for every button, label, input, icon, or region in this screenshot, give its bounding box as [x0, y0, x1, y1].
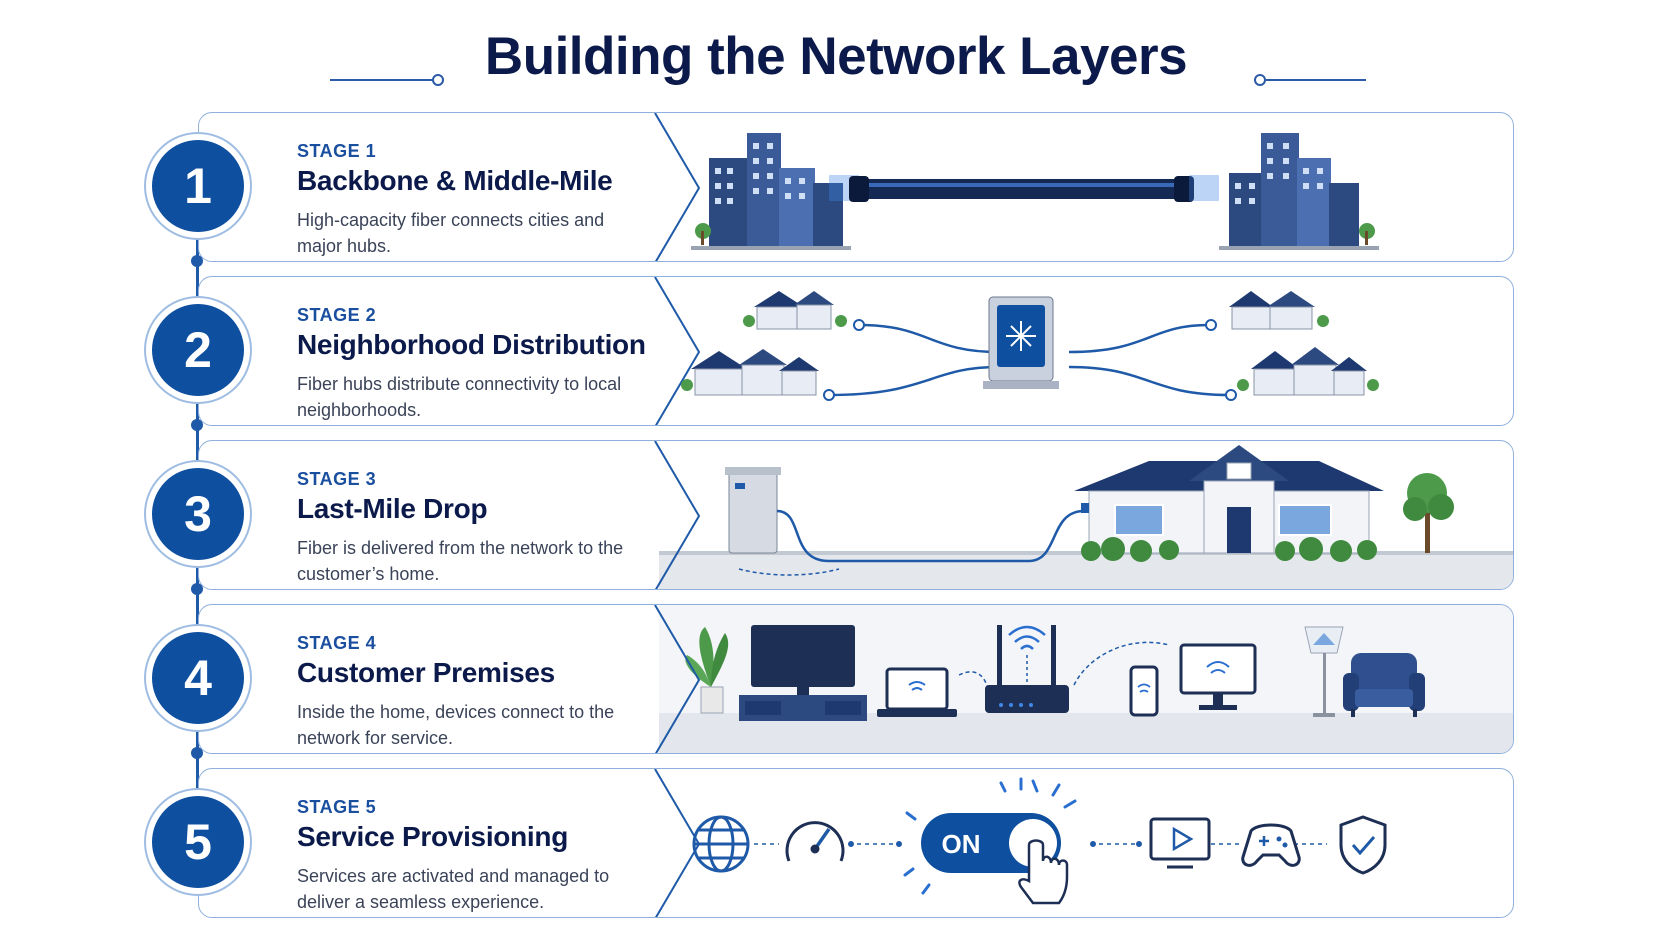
- stage-label: STAGE 1: [297, 141, 377, 161]
- neighborhood-houses-icon: [1237, 347, 1379, 396]
- stage-card-5: ON S: [144, 768, 1514, 918]
- stage-number-badge: 2: [144, 296, 252, 404]
- monitor-icon: [1179, 643, 1257, 710]
- stage-description: Fiber is delivered from the network to t…: [297, 538, 624, 584]
- stage-number-badge: 5: [144, 788, 252, 896]
- stage-label: STAGE 5: [297, 797, 377, 817]
- tv-icon: [739, 625, 867, 721]
- stage-card-3: STAGE 3 Last-Mile Drop Fiber is delivere…: [144, 440, 1514, 590]
- city-skyline-icon: [1219, 133, 1379, 250]
- stage-title: Last-Mile Drop: [297, 493, 488, 524]
- neighborhood-houses-icon: [681, 349, 819, 396]
- page-title: Building the Network Layers: [484, 27, 1188, 86]
- stage-card-frame: STAGE 1 Backbone & Middle-Mile High-capa…: [198, 112, 1514, 262]
- title-decor-right-dot: [1254, 74, 1266, 86]
- stage-number: 3: [152, 468, 244, 560]
- city-skyline-icon: [691, 133, 851, 250]
- stage-number: 2: [152, 304, 244, 396]
- router-icon: [985, 625, 1069, 713]
- stage-label: STAGE 2: [297, 305, 377, 325]
- house-icon: [1074, 445, 1384, 562]
- stage-3-illustration: [629, 441, 1513, 589]
- stage-card-2: STAGE 2 Neighborhood Distribution Fiber …: [144, 276, 1514, 426]
- stage-title: Service Provisioning: [297, 821, 568, 852]
- lamp-icon: [1304, 626, 1344, 717]
- stage-card-1: STAGE 1 Backbone & Middle-Mile High-capa…: [144, 112, 1514, 262]
- stage-label: STAGE 3: [297, 469, 377, 489]
- laptop-icon: [877, 667, 957, 717]
- hand-cursor-icon: [1018, 839, 1069, 905]
- timeline-dot: [191, 583, 203, 595]
- stage-number: 1: [152, 140, 244, 232]
- stage-2-illustration: [629, 277, 1513, 425]
- stage-chevron: [654, 605, 701, 753]
- stage-description: Fiber hubs distribute connectivity to lo…: [297, 374, 622, 420]
- plant-icon: [685, 627, 729, 714]
- title-decor-left-line: [330, 79, 434, 81]
- phone-icon: [1129, 665, 1159, 717]
- stage-description: Services are activated and managed to de…: [297, 866, 610, 912]
- stage-card-4: STAGE 4 Customer Premises Inside the hom…: [144, 604, 1514, 754]
- gamepad-icon: [1241, 823, 1301, 867]
- stage-chevron: [654, 113, 701, 261]
- stage-title: Customer Premises: [297, 657, 555, 688]
- stage-number-badge: 3: [144, 460, 252, 568]
- video-play-icon: [1149, 817, 1211, 869]
- stage-number-badge: 1: [144, 132, 252, 240]
- stage-1-illustration: [629, 113, 1513, 261]
- stage-5-illustration: ON: [629, 769, 1513, 917]
- shield-check-icon: [1339, 815, 1387, 875]
- neighborhood-houses-icon: [1229, 291, 1329, 330]
- globe-icon: [692, 815, 750, 873]
- fiber-cable-icon: [829, 175, 1219, 202]
- stage-card-frame: STAGE 3 Last-Mile Drop Fiber is delivere…: [198, 440, 1514, 590]
- stage-4-illustration: [629, 605, 1513, 753]
- timeline-dot: [191, 255, 203, 267]
- title-decor-left-dot: [432, 74, 444, 86]
- stage-description: High-capacity fiber connects cities and …: [297, 210, 605, 256]
- neighborhood-houses-icon: [743, 291, 847, 330]
- stage-chevron: [654, 277, 701, 425]
- stage-label: STAGE 4: [297, 633, 377, 653]
- stage-card-frame: ON S: [198, 768, 1514, 918]
- stage-card-frame: STAGE 2 Neighborhood Distribution Fiber …: [198, 276, 1514, 426]
- stage-chevron: [654, 441, 701, 589]
- title-decor-right-line: [1266, 79, 1366, 81]
- armchair-icon: [1343, 653, 1425, 717]
- timeline-dot: [191, 747, 203, 759]
- tree-icon: [1403, 473, 1454, 553]
- stage-title: Backbone & Middle-Mile: [297, 165, 613, 196]
- stage-title: Neighborhood Distribution: [297, 329, 646, 360]
- toggle-label[interactable]: ON: [942, 829, 981, 859]
- stage-card-frame: STAGE 4 Customer Premises Inside the hom…: [198, 604, 1514, 754]
- header: Building the Network Layers: [0, 24, 1672, 94]
- fiber-hub-cabinet-icon: [983, 296, 1059, 389]
- timeline-dot: [191, 419, 203, 431]
- stage-description: Inside the home, devices connect to the …: [297, 702, 615, 748]
- stage-number: 5: [152, 796, 244, 888]
- stage-number: 4: [152, 632, 244, 724]
- speedometer-icon: [785, 821, 845, 862]
- stage-number-badge: 4: [144, 624, 252, 732]
